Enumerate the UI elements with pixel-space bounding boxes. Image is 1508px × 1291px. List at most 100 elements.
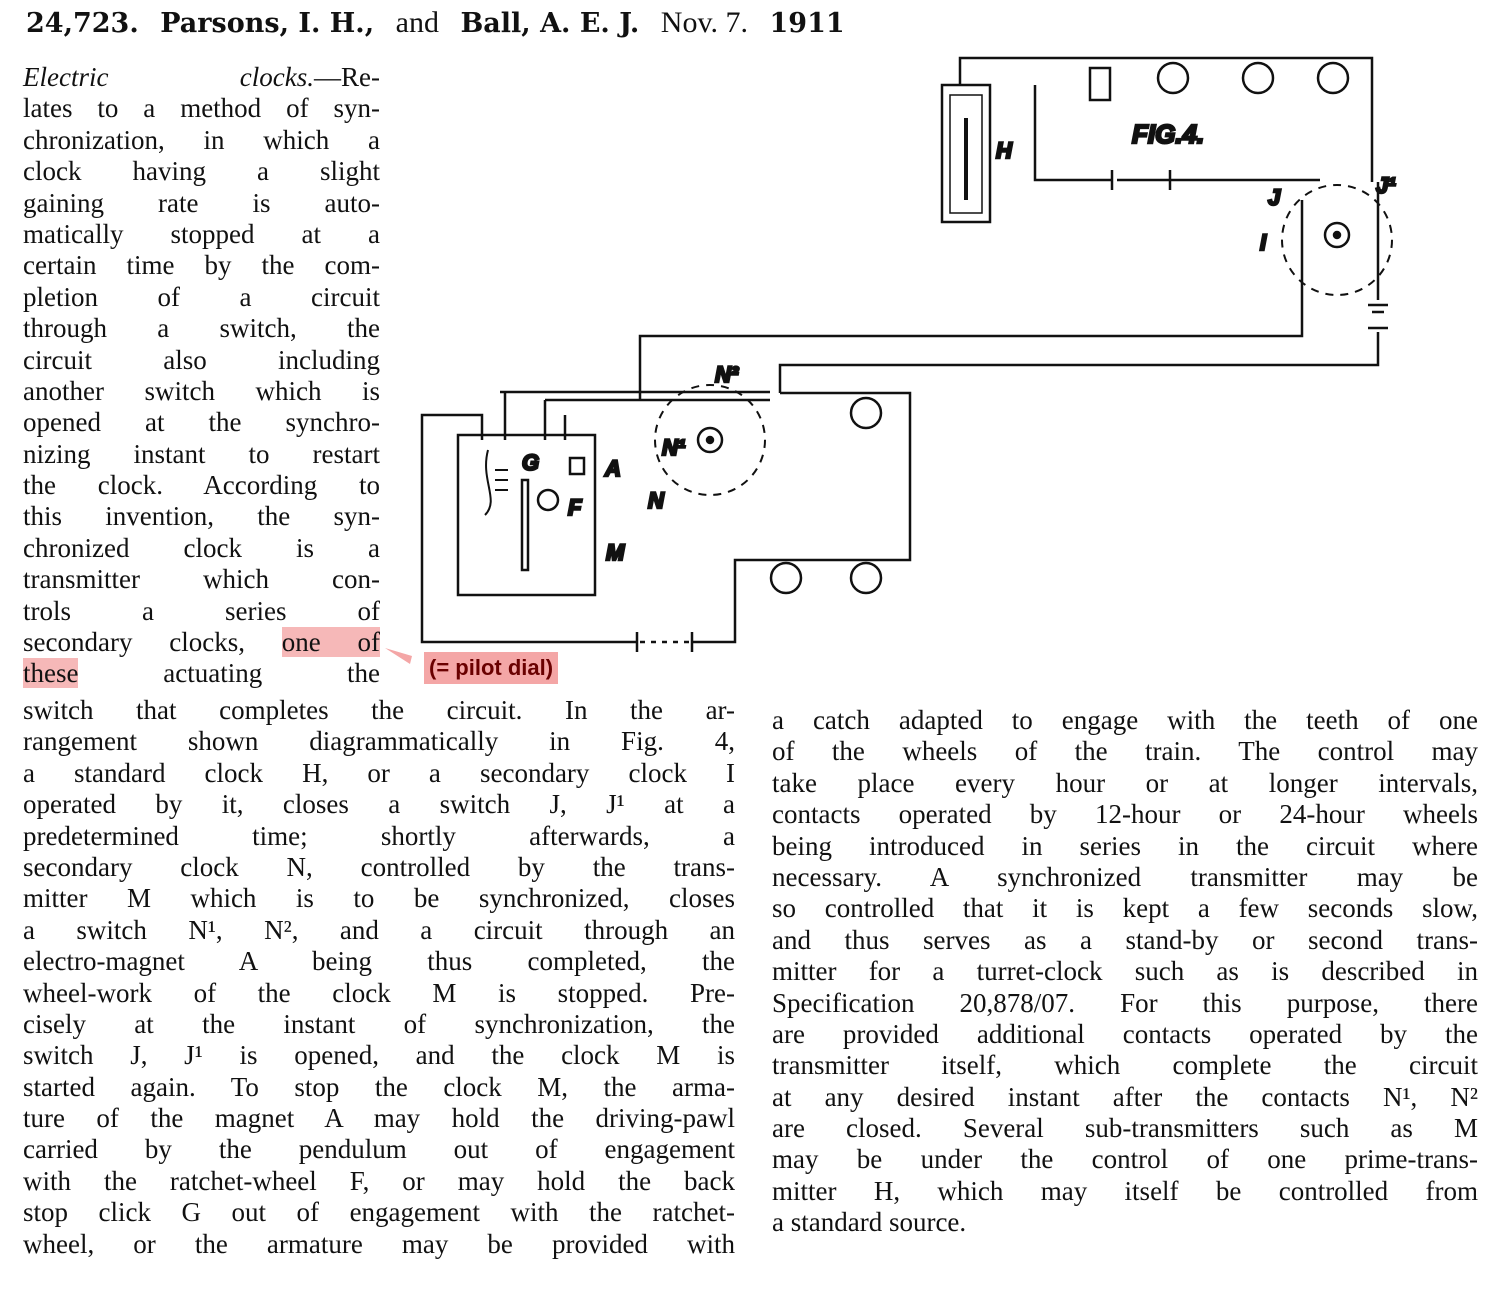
label-J1: J¹ — [1376, 173, 1396, 198]
secondary-clock-I-dial — [1281, 184, 1393, 296]
text-line: pletion of a circuit — [23, 281, 380, 312]
text-line: switch J, J¹ is opened, and the clock M … — [23, 1040, 735, 1071]
secondary-clock-N-dial — [654, 384, 766, 496]
text-line: secondary clock N, controlled by the tra… — [23, 851, 735, 882]
text-line: clock having a slight — [23, 156, 380, 187]
coil-icon — [484, 449, 508, 516]
text-line: matically stopped at a — [23, 218, 380, 249]
dial-centre-icon — [1323, 221, 1351, 249]
text-line: Specification 20,878/07. For this purpos… — [772, 987, 1478, 1018]
dial-pivot — [705, 435, 715, 445]
wire — [503, 392, 567, 440]
text-line: trols a series of — [23, 595, 380, 626]
text-line: transmitter which con- — [23, 564, 380, 595]
text-line: ture of the magnet A may hold the drivin… — [23, 1103, 735, 1134]
text-line: wheel, or the armature may be provided w… — [23, 1228, 735, 1259]
text-line: a catch adapted to engage with the teeth… — [772, 705, 1478, 735]
text-line: stop click G out of engagement with the … — [23, 1197, 735, 1228]
annotation-note: (= pilot dial) — [424, 652, 559, 684]
patent-number: 24,723. — [26, 8, 139, 39]
ratchet-wheel-F-icon — [536, 488, 560, 512]
text-line: electro-magnet A being thus completed, t… — [23, 946, 735, 977]
text-line: of the wheels of the train. The control … — [772, 736, 1478, 767]
text-line: chronized clock is a — [23, 532, 380, 563]
text-line: through a switch, the — [23, 313, 380, 344]
wire — [500, 390, 770, 402]
text-line: take place every hour or at longer inter… — [772, 767, 1478, 798]
secondary-clock-icon — [1241, 61, 1275, 95]
relay-icon — [1088, 66, 1112, 102]
clock-case-inner — [949, 94, 983, 214]
label-I: I — [1260, 230, 1267, 255]
transmitter-M-box — [456, 433, 597, 597]
text-line: mitter for a turret-clock such as is des… — [772, 956, 1478, 987]
right-text-column: a catch adapted to engage with the teeth… — [772, 705, 1478, 1239]
text-line: started again. To stop the clock M, the … — [23, 1071, 735, 1102]
text-line: circuit also including — [23, 344, 380, 375]
entry-header: 24,723. Parsons, I. H., and Ball, A. E. … — [26, 6, 859, 40]
text-line: are closed. Several sub-transmitters suc… — [772, 1113, 1478, 1144]
battery-icon — [778, 182, 1388, 393]
text-line: and thus serves as a stand-by or second … — [772, 924, 1478, 955]
narrow-text-column: Electric clocks.—Re- lates to a method o… — [23, 62, 380, 690]
left-text-column: switch that completes the circuit. In th… — [23, 695, 735, 1260]
text-line: a standard clock H, or a secondary clock… — [23, 757, 735, 788]
text-line: chronization, in which a — [23, 124, 380, 155]
text-line: nizing instant to restart — [23, 438, 380, 469]
label-M: M — [606, 540, 625, 565]
year: 1911 — [769, 8, 845, 39]
text-line: transmitter itself, which complete the c… — [772, 1050, 1478, 1081]
label-A: A — [604, 456, 621, 481]
author-1: Parsons, I. H., — [160, 8, 375, 39]
secondary-clock-icon — [849, 561, 883, 595]
text-line: mitter H, which may itself be controlled… — [772, 1175, 1478, 1206]
secondary-clock-icon — [1156, 61, 1190, 95]
author-2: Ball, A. E. J. — [460, 8, 640, 39]
text-line: wheel-work of the clock M is stopped. Pr… — [23, 977, 735, 1008]
text-line: a switch N¹, N², and a circuit through a… — [23, 914, 735, 945]
text-line: gaining rate is auto- — [23, 187, 380, 218]
text-line: mitter M which is to be synchronized, cl… — [23, 883, 735, 914]
wire — [638, 200, 1304, 390]
dial-pivot — [1332, 230, 1342, 240]
text-line: contacts operated by 12-hour or 24-hour … — [772, 799, 1478, 830]
label-F: F — [568, 495, 582, 520]
text-line: this invention, the syn- — [23, 501, 380, 532]
label-H: H — [996, 138, 1013, 163]
label-N1: N¹ — [662, 435, 686, 460]
label-N: N — [648, 488, 665, 513]
text-line: rangement shown diagrammatically in Fig.… — [23, 726, 735, 757]
electromagnet-A-icon — [568, 456, 586, 476]
wire — [958, 56, 1374, 182]
date: Nov. 7. — [660, 6, 749, 39]
text-line: necessary. A synchronized transmitter ma… — [772, 861, 1478, 892]
standard-clock-H-icon — [940, 83, 992, 224]
text-fragment: —Re- — [314, 62, 380, 92]
text-line: being introduced in series in the circui… — [772, 830, 1478, 861]
conjunction: and — [395, 6, 439, 39]
text-line: Electric clocks.—Re- — [23, 62, 380, 93]
text-line: cisely at the instant of synchronization… — [23, 1008, 735, 1039]
text-line: at any desired instant after the contact… — [772, 1081, 1478, 1112]
wire — [1033, 85, 1320, 190]
text-line: switch that completes the circuit. In th… — [23, 695, 735, 725]
text-fragment: secondary clocks, — [23, 627, 245, 658]
text-line: operated by it, closes a switch J, J¹ at… — [23, 789, 735, 820]
text-line: lates to a method of syn- — [23, 93, 380, 124]
secondary-clock-icon — [1316, 61, 1350, 95]
text-line: predetermined time; shortly afterwards, … — [23, 820, 735, 851]
annotation-pointer — [385, 648, 412, 664]
text-fragment: actuating the — [163, 658, 380, 689]
text-line: the clock. According to — [23, 470, 380, 501]
secondary-clock-icon — [849, 396, 883, 430]
text-line: a standard source. — [772, 1207, 967, 1238]
text-line: carried by the pendulum out of engagemen… — [23, 1134, 735, 1165]
text-line: with the ratchet-wheel F, or may hold th… — [23, 1165, 735, 1196]
highlight: these — [23, 658, 79, 689]
text-line: are provided additional contacts operate… — [772, 1018, 1478, 1049]
label-G: G — [522, 450, 539, 475]
text-line: these actuating the — [23, 658, 380, 689]
figure-title: FIG.4. — [1132, 119, 1204, 149]
